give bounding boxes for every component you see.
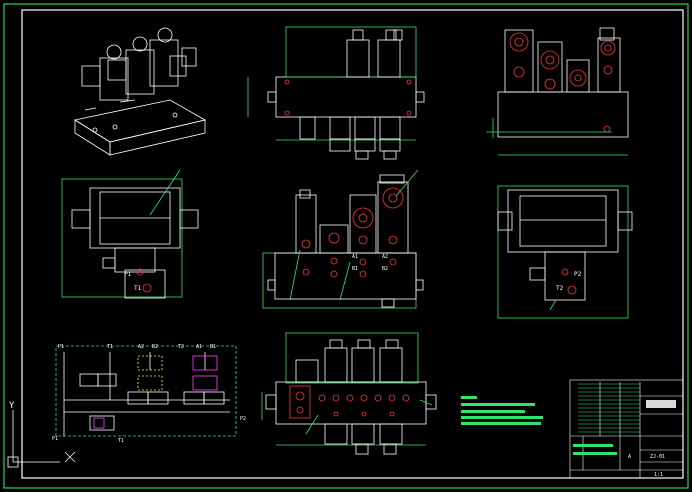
- ucs-y-label: Y: [9, 401, 15, 411]
- port-label-t2: T2: [556, 285, 564, 292]
- port-label-b2: B2: [382, 266, 388, 272]
- schematic-label-b1: B1: [210, 344, 216, 350]
- hydraulic-schematic[interactable]: [55, 345, 237, 437]
- schematic-label-t1: T1: [107, 344, 113, 350]
- right-side-view[interactable]: [486, 27, 629, 156]
- outer-frame-border: [3, 3, 689, 489]
- schematic-label-a2: A2: [138, 344, 144, 350]
- ucs-axis-icon: [7, 410, 76, 468]
- schematic-label-p1: P1: [58, 344, 64, 350]
- inner-frame-border: [21, 9, 684, 479]
- port-label-p1: P1: [124, 271, 132, 278]
- port-label-a1: A1: [352, 254, 358, 260]
- schematic-label-b2: B2: [152, 344, 158, 350]
- front-view[interactable]: [247, 26, 425, 160]
- port-label-t1: T1: [134, 285, 142, 292]
- bottom-plan-view[interactable]: [261, 332, 437, 455]
- title-block[interactable]: [569, 379, 684, 479]
- center-elevation-view[interactable]: [262, 169, 424, 309]
- title-block-drawing-number: ZJ-01: [650, 454, 665, 460]
- port-label-b1: B1: [352, 266, 358, 272]
- title-block-scale: 1:1: [654, 472, 663, 478]
- isometric-view[interactable]: [73, 27, 207, 156]
- schematic-label-a1: A1: [196, 344, 202, 350]
- technical-notes: [461, 396, 543, 425]
- port-label-p2: P2: [574, 271, 582, 278]
- port-label-a2: A2: [382, 254, 388, 260]
- schematic-label-p2: P2: [240, 416, 246, 422]
- title-block-cell-a: A: [628, 454, 631, 460]
- schematic-label-p1-bottom: P1: [52, 436, 58, 442]
- left-side-view[interactable]: [61, 169, 199, 299]
- right-elevation-view[interactable]: [497, 185, 633, 319]
- schematic-label-t2: T2: [178, 344, 184, 350]
- schematic-label-t1-bottom: T1: [118, 438, 124, 444]
